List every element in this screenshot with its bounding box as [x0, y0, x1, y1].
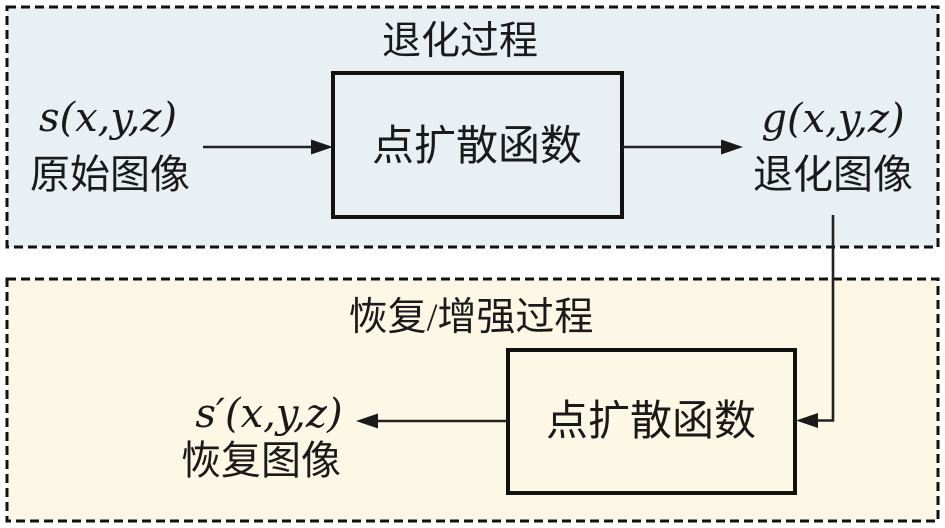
degradation-panel-title: 退化过程 — [382, 20, 538, 63]
arrowhead-right-icon — [311, 139, 333, 155]
degraded-image-formula: g(x,y,z) — [761, 96, 904, 142]
restored-image-label: 恢复图像 — [181, 438, 341, 483]
degraded-image-label: 退化图像 — [753, 152, 913, 197]
original-image-label: 原始图像 — [30, 152, 190, 197]
psf-box-degradation-label: 点扩散函数 — [372, 124, 582, 170]
restoration-panel-title: 恢复/增强过程 — [349, 296, 594, 339]
arrowhead-left-icon — [796, 413, 818, 428]
restored-image-formula: s′(x,y,z) — [195, 391, 342, 437]
arrowhead-left-icon — [356, 413, 378, 429]
psf-box-restoration-label: 点扩散函数 — [546, 399, 756, 445]
arrowhead-right-icon — [721, 139, 743, 155]
original-image-formula: s(x,y,z) — [39, 95, 177, 141]
connector-degraded-to-psf — [814, 215, 835, 422]
psf-box-degradation — [331, 71, 624, 219]
psf-box-restoration — [506, 348, 797, 495]
